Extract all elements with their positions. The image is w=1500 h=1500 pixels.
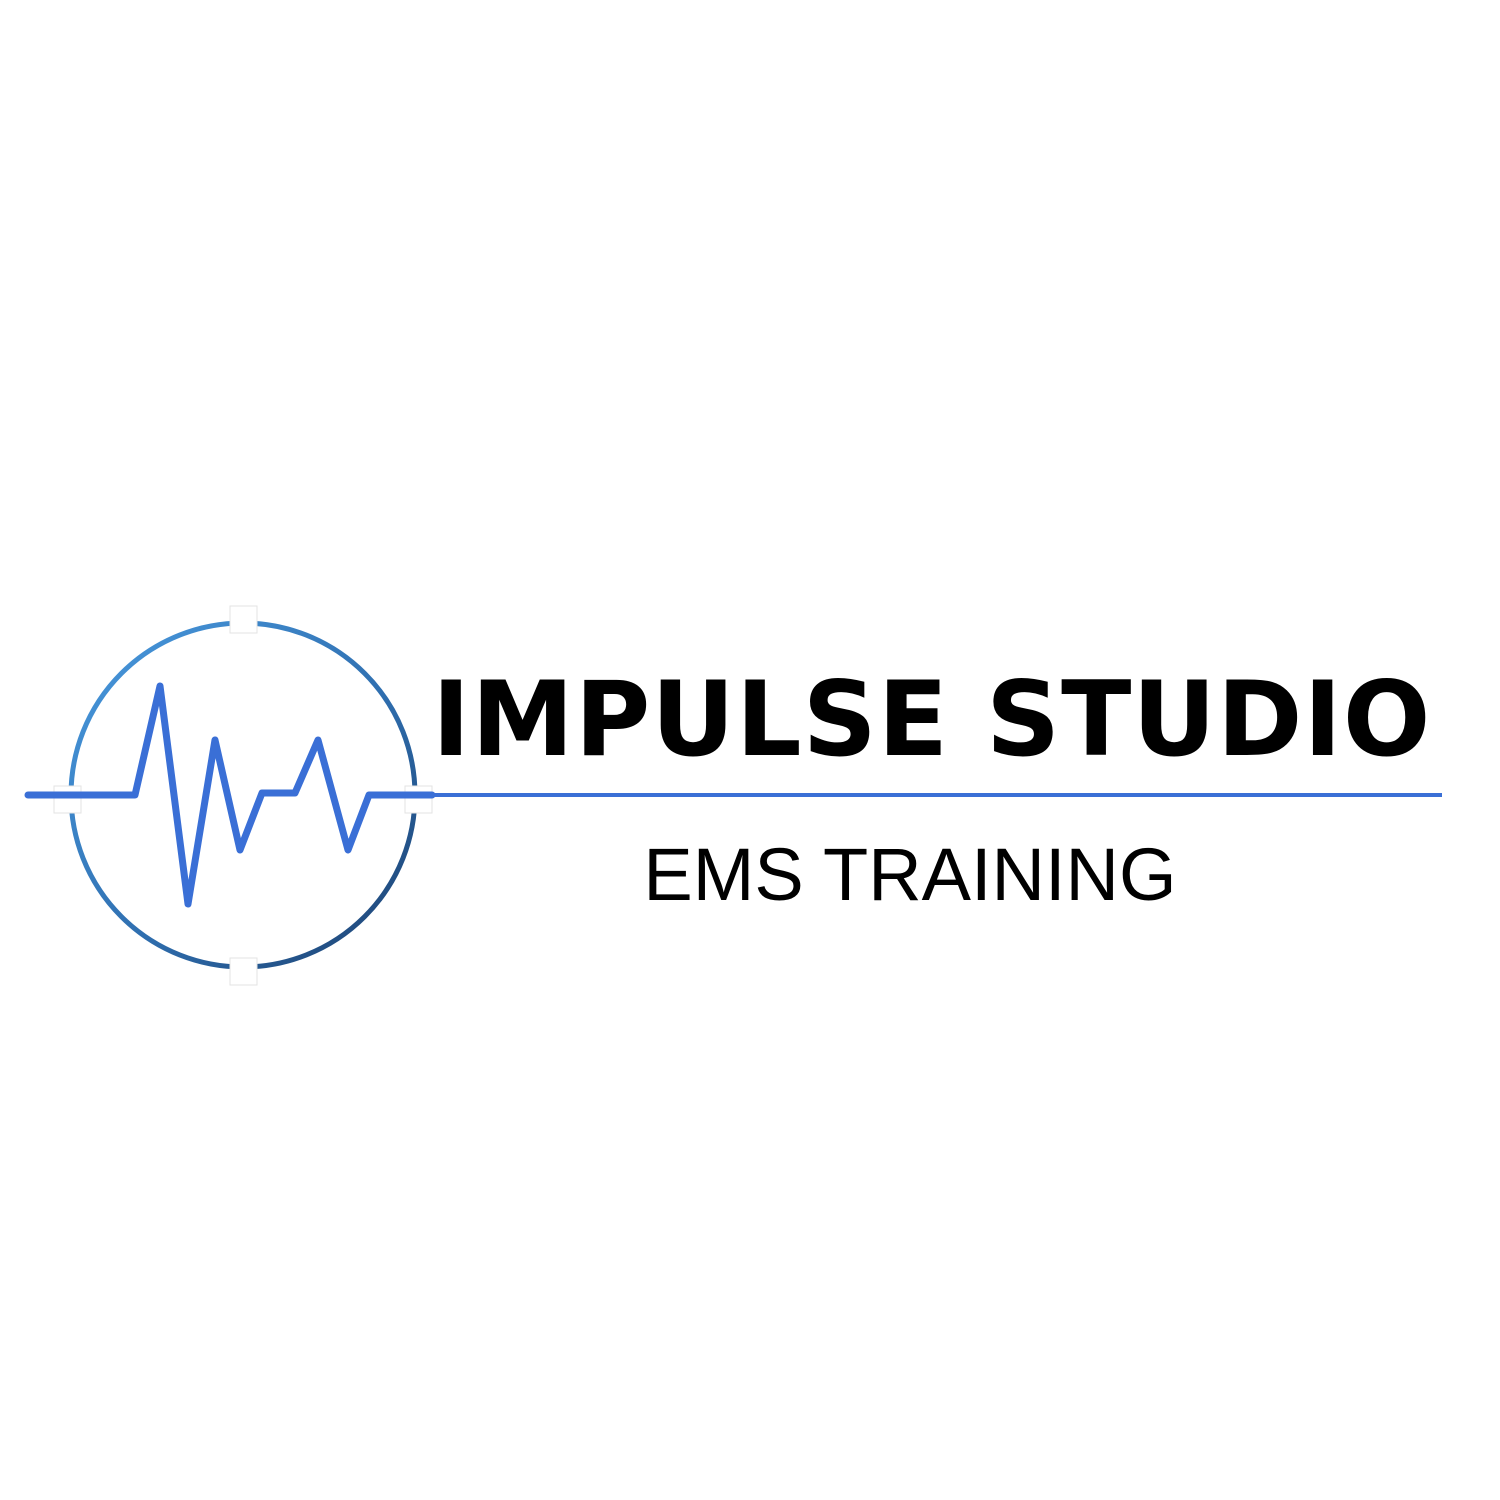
tagline: EMS TRAINING — [643, 833, 1177, 916]
brand-name: IMPULSE STUDIO — [432, 660, 1432, 780]
ecg-pulse-line-icon — [24, 682, 436, 908]
